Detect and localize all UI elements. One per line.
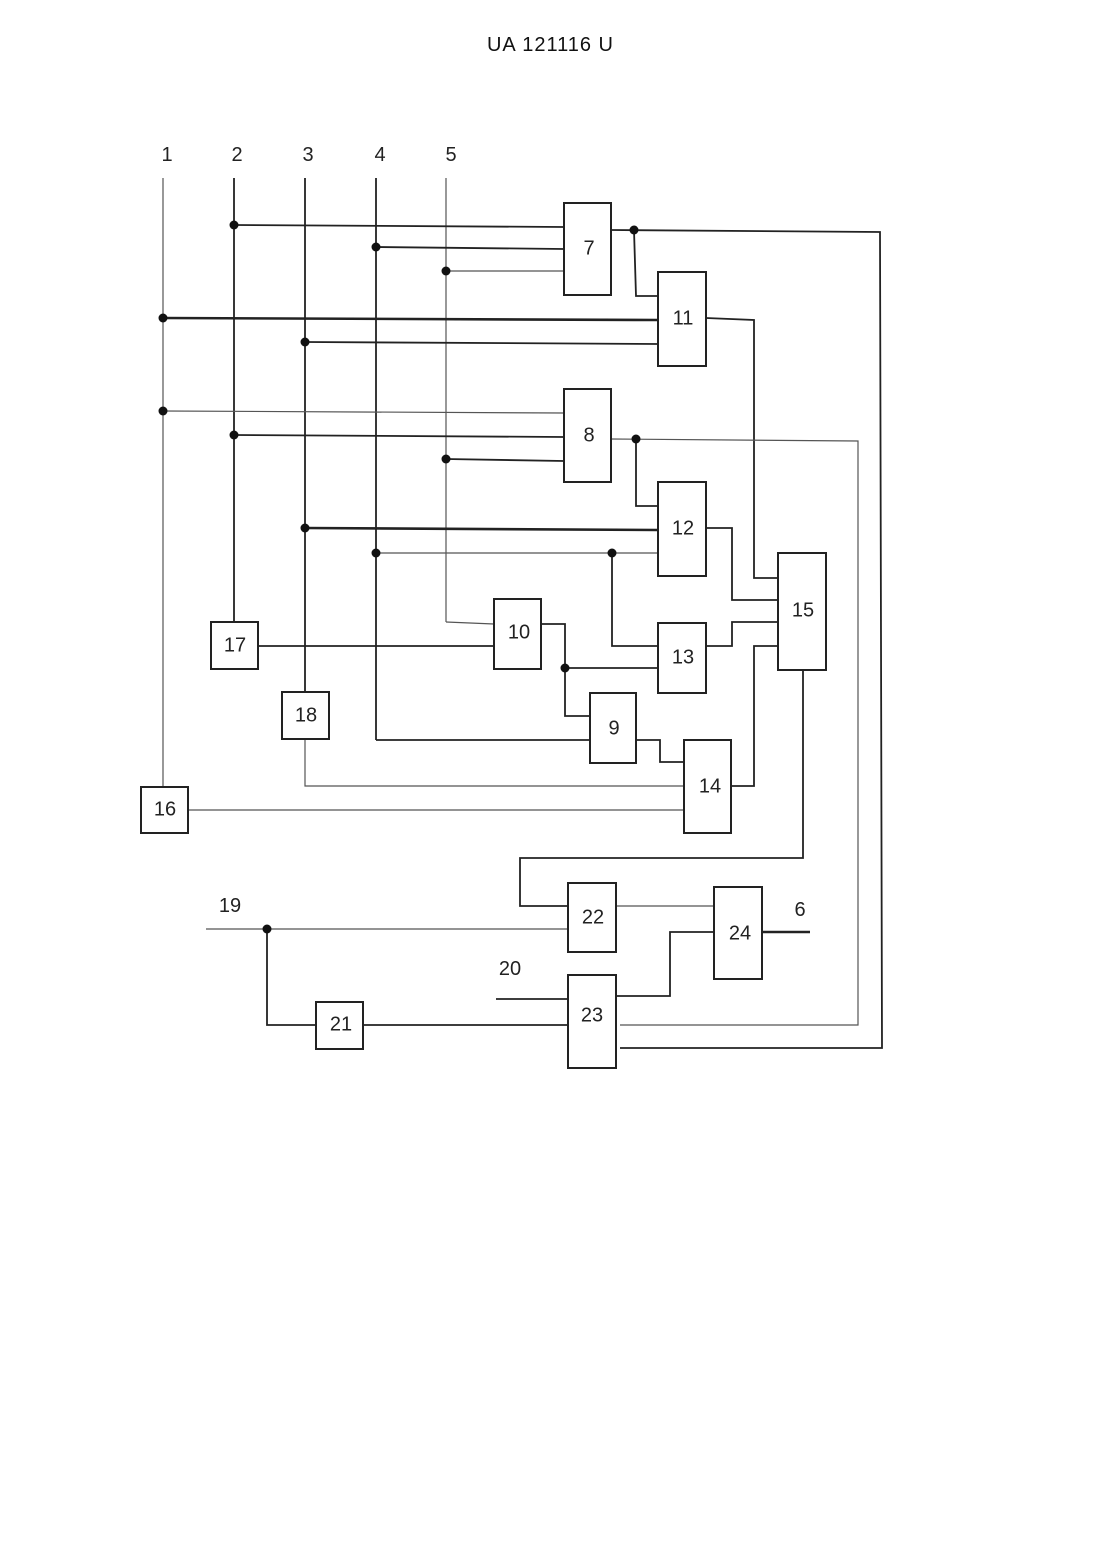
block-label-14: 14 [699, 775, 721, 797]
input-label-5: 5 [445, 144, 456, 166]
block-9: 9 [590, 693, 636, 763]
block-14: 14 [684, 740, 731, 833]
block-10: 10 [494, 599, 541, 669]
wire-2-to-7 [234, 225, 564, 227]
block-18: 18 [282, 692, 329, 739]
wire-7-to-11 [634, 230, 658, 296]
block-16: 16 [141, 787, 188, 833]
block-15: 15 [778, 553, 826, 670]
wire-9-to-14 [636, 740, 684, 762]
block-label-17: 17 [224, 634, 246, 656]
wire-5-to-10 [446, 622, 494, 624]
block-11: 11 [658, 272, 706, 366]
wire-5-to-8 [446, 459, 564, 461]
block-24: 24 [714, 887, 762, 979]
block-17: 17 [211, 622, 258, 669]
wire-1-to-8 [163, 411, 564, 413]
block-label-24: 24 [729, 922, 751, 944]
input-label-2: 2 [231, 144, 242, 166]
block-12: 12 [658, 482, 706, 576]
wire-4-to-7 [376, 247, 564, 249]
block-label-21: 21 [330, 1013, 352, 1035]
block-label-13: 13 [672, 646, 694, 668]
block-label-8: 8 [583, 424, 594, 446]
wire-11-to-15 [706, 318, 778, 578]
block-label-23: 23 [581, 1004, 603, 1026]
block-13: 13 [658, 623, 706, 693]
wire-1-to-11 [163, 318, 658, 320]
block-label-11: 11 [673, 307, 694, 329]
block-7: 7 [564, 203, 611, 295]
wire-2-to-8 [234, 435, 564, 437]
input-label-1: 1 [161, 144, 172, 166]
input-label-3: 3 [302, 144, 313, 166]
terminal-label-20: 20 [499, 958, 521, 980]
wire-15-to-22 [520, 670, 803, 906]
wire-3-to-12 [305, 528, 658, 530]
wire-12-to-15 [706, 528, 778, 600]
wire-14-to-15 [731, 646, 778, 786]
block-label-7: 7 [583, 237, 594, 259]
wire-23-to-24 [616, 932, 714, 996]
wire-19-to-21 [267, 929, 316, 1025]
block-label-12: 12 [672, 517, 694, 539]
block-23: 23 [568, 975, 616, 1068]
terminal-label-19: 19 [219, 895, 241, 917]
block-label-9: 9 [608, 717, 619, 739]
block-21: 21 [316, 1002, 363, 1049]
wire-4-to-13 [612, 553, 658, 646]
wire-8-to-12 [636, 439, 658, 506]
terminal-label-6: 6 [794, 899, 805, 921]
block-label-16: 16 [154, 798, 176, 820]
input-label-4: 4 [374, 144, 385, 166]
block-label-18: 18 [295, 704, 317, 726]
block-label-15: 15 [792, 599, 814, 621]
block-22: 22 [568, 883, 616, 952]
block-label-22: 22 [582, 906, 604, 928]
junction-dots [159, 221, 641, 934]
wire-13-to-15 [706, 622, 778, 646]
wire-3-to-11 [305, 342, 658, 344]
block-label-10: 10 [508, 621, 530, 643]
block-8: 8 [564, 389, 611, 482]
